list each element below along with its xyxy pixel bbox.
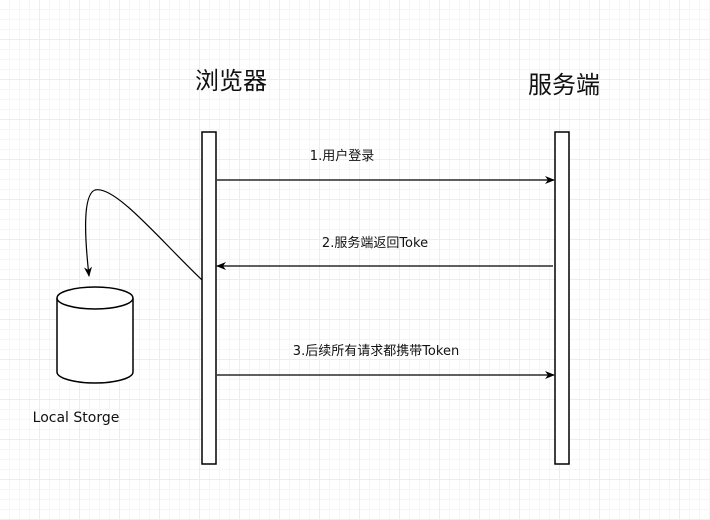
server-lifeline <box>554 131 570 465</box>
browser-title: 浏览器 <box>195 67 267 95</box>
browser-lifeline <box>201 131 217 465</box>
local-storage-cylinder <box>56 286 134 384</box>
server-title: 服务端 <box>528 71 600 99</box>
store-token-arrow <box>84 189 203 281</box>
message-label-login: 1.用户登录 <box>309 149 375 164</box>
message-label-return-token: 2.服务端返回Toke <box>321 236 429 251</box>
message-label-requests-with-token: 3.后续所有请求都携带Token <box>292 344 460 359</box>
local-storage-label: Local Storge <box>32 410 120 426</box>
